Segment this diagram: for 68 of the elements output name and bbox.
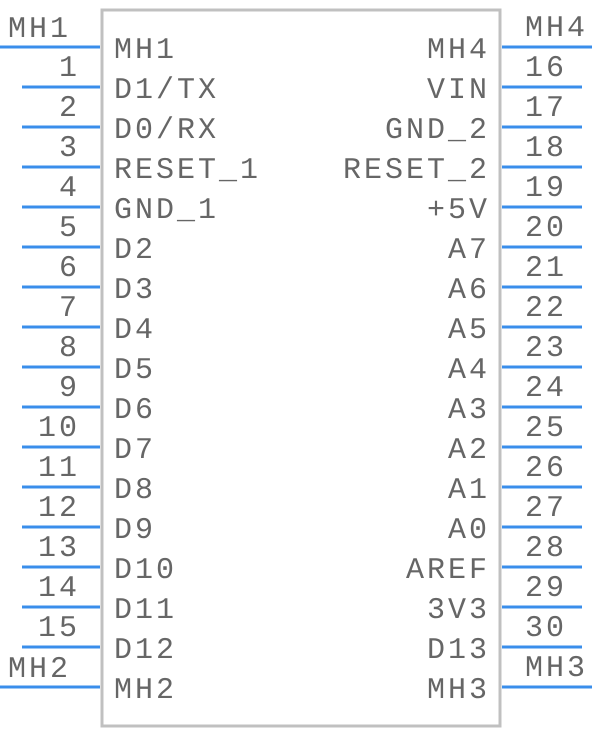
pin-number: 13: [38, 534, 80, 564]
pin-name: D8: [114, 476, 156, 506]
pin-name: D6: [114, 396, 156, 426]
pin-number: 26: [525, 454, 568, 484]
pin-number: 20: [525, 214, 568, 244]
pin-number: 11: [38, 454, 80, 484]
pin-name: RESET_2: [342, 156, 490, 186]
pin-name: D3: [114, 276, 156, 306]
pin-label: MH2: [8, 655, 72, 685]
pin-name: D1/TX: [114, 76, 220, 106]
pin-name: D5: [114, 356, 156, 386]
pin-number: 16: [525, 54, 568, 84]
pin-number: 30: [525, 614, 568, 644]
pin-number: 17: [525, 94, 568, 124]
pin-number: 25: [525, 414, 568, 444]
pin-name: A0: [448, 516, 490, 546]
pin-number: 24: [525, 374, 568, 404]
pin-name: 3V3: [426, 596, 490, 626]
pin-number: 29: [525, 574, 568, 604]
pin-number: 1: [58, 54, 80, 84]
pin-number: 18: [525, 134, 568, 164]
pin-name: GND_2: [384, 116, 490, 146]
pin-name: MH2: [114, 676, 178, 706]
pin-number: 8: [58, 334, 80, 364]
pin-number: 5: [58, 214, 80, 244]
pin-number: 9: [58, 374, 80, 404]
pin-number: 7: [58, 294, 80, 324]
pin-name: MH1: [114, 36, 178, 66]
pin-number: 21: [525, 254, 568, 284]
pin-name: D10: [114, 556, 178, 586]
pin-name: GND_1: [114, 196, 220, 226]
pin-name: A3: [448, 396, 490, 426]
pin-number: 23: [525, 334, 568, 364]
pin-name: A6: [448, 276, 490, 306]
pin-name: D13: [426, 636, 490, 666]
pin-name: A7: [448, 236, 490, 266]
pin-name: RESET_1: [114, 156, 262, 186]
pin-number: 4: [58, 174, 80, 204]
pin-number: 22: [525, 294, 568, 324]
pin-number: 2: [58, 94, 80, 124]
pin-name: MH3: [426, 676, 490, 706]
pin-name: D11: [114, 596, 178, 626]
pin-name: D9: [114, 516, 156, 546]
pin-number: 28: [525, 534, 568, 564]
pin-name: D12: [114, 636, 178, 666]
pin-number: 3: [58, 134, 80, 164]
pin-number: 14: [38, 574, 80, 604]
pin-number: 10: [38, 414, 80, 444]
pin-name: D7: [114, 436, 156, 466]
pin-name: A5: [448, 316, 490, 346]
pin-name: +5V: [426, 196, 490, 226]
pin-label: MH3: [525, 654, 588, 684]
pin-number: 27: [525, 494, 568, 524]
pin-name: AREF: [406, 556, 490, 586]
pin-label: MH1: [8, 15, 72, 45]
pin-number: 15: [38, 614, 80, 644]
pin-name: MH4: [426, 36, 490, 66]
pin-name: D4: [114, 316, 156, 346]
pin-name: D2: [114, 236, 156, 266]
pin-name: A4: [448, 356, 490, 386]
pin-label: MH4: [525, 14, 588, 44]
pin-number: 6: [58, 254, 80, 284]
pin-name: D0/RX: [114, 116, 220, 146]
pin-name: A1: [448, 476, 490, 506]
pin-name: VIN: [426, 76, 490, 106]
pin-number: 19: [525, 174, 568, 204]
pin-name: A2: [448, 436, 490, 466]
pin-number: 12: [38, 494, 80, 524]
